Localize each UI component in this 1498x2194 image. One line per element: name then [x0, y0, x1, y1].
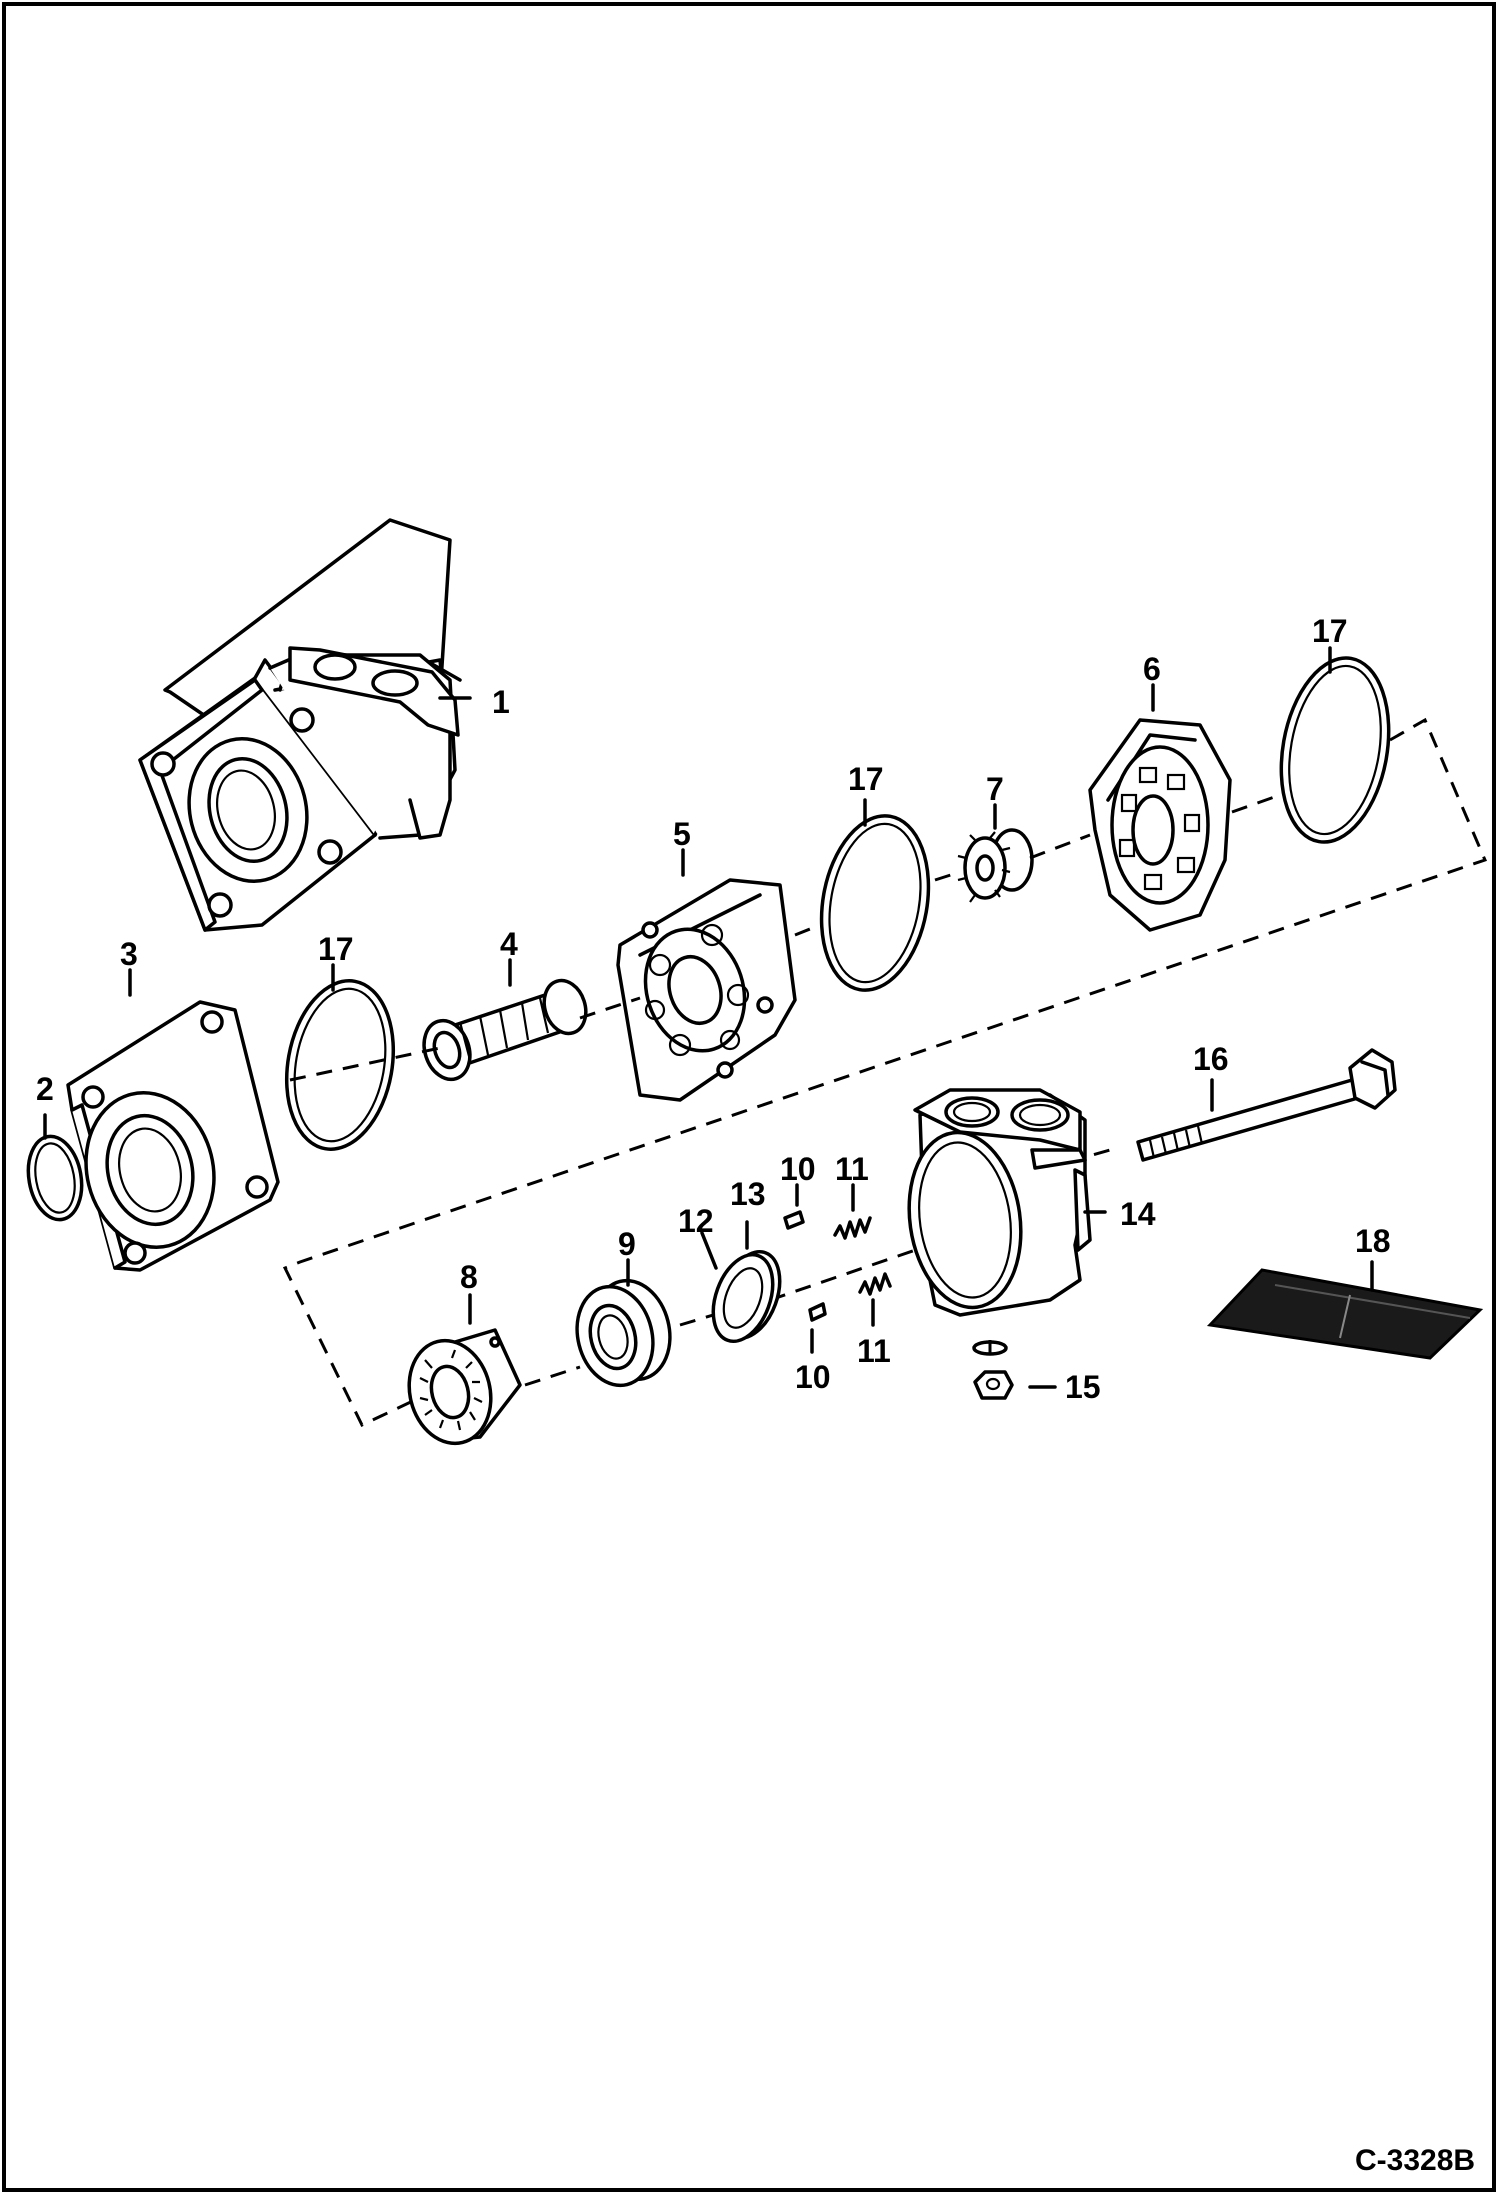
- part-14-housing: [907, 1088, 1107, 1317]
- part-17-o-ring-right: [1279, 646, 1391, 844]
- label-9: 9: [618, 1226, 636, 1262]
- label-7: 7: [986, 771, 1004, 807]
- part-labels: 1 2 3 4 5 6 7 8 9 10 10 11 11 12 13 14 1…: [36, 613, 1391, 1405]
- part-5-wear-plate: [616, 848, 797, 1102]
- label-11-bottom: 11: [857, 1333, 891, 1369]
- label-16: 16: [1193, 1041, 1229, 1077]
- label-17-right: 17: [1312, 613, 1348, 649]
- label-17-middle: 17: [848, 761, 884, 797]
- part-7-gear: [957, 803, 1034, 903]
- part-6-gerotor: [1088, 683, 1232, 932]
- part-15-nut: [972, 1340, 1057, 1400]
- label-3: 3: [120, 936, 138, 972]
- label-14: 14: [1120, 1196, 1156, 1232]
- label-2: 2: [36, 1071, 54, 1107]
- part-17-o-ring-middle: [819, 798, 931, 992]
- label-13: 13: [730, 1176, 766, 1212]
- part-16-bolt: [1136, 1048, 1397, 1162]
- label-18: 18: [1355, 1223, 1391, 1259]
- label-1: 1: [492, 684, 510, 720]
- label-8: 8: [460, 1259, 478, 1295]
- part-10-11-pins-springs: [783, 1183, 892, 1354]
- label-6: 6: [1143, 651, 1161, 687]
- part-18-seal-kit-strip: [1206, 1260, 1484, 1360]
- label-5: 5: [673, 816, 691, 852]
- part-17-o-ring-left: [284, 963, 396, 1151]
- label-17-left: 17: [318, 931, 354, 967]
- part-3-mounting-flange: [66, 968, 280, 1272]
- label-12: 12: [678, 1203, 714, 1239]
- part-4-drive-shaft: [422, 958, 588, 1082]
- label-10-top: 10: [780, 1151, 816, 1187]
- part-1-motor-assembly: [138, 518, 472, 932]
- figure-code: C-3328B: [1355, 2144, 1475, 2177]
- label-4: 4: [500, 926, 518, 962]
- label-10-bottom: 10: [795, 1359, 831, 1395]
- label-11-top: 11: [835, 1151, 869, 1187]
- part-2-o-ring-small: [26, 1113, 84, 1222]
- label-15: 15: [1065, 1369, 1101, 1405]
- part-9-seal: [575, 1258, 672, 1388]
- part-12-13-washer-seal: [700, 1220, 782, 1344]
- assembly-lines: [282, 717, 1488, 1427]
- part-8-rotor: [407, 1293, 522, 1446]
